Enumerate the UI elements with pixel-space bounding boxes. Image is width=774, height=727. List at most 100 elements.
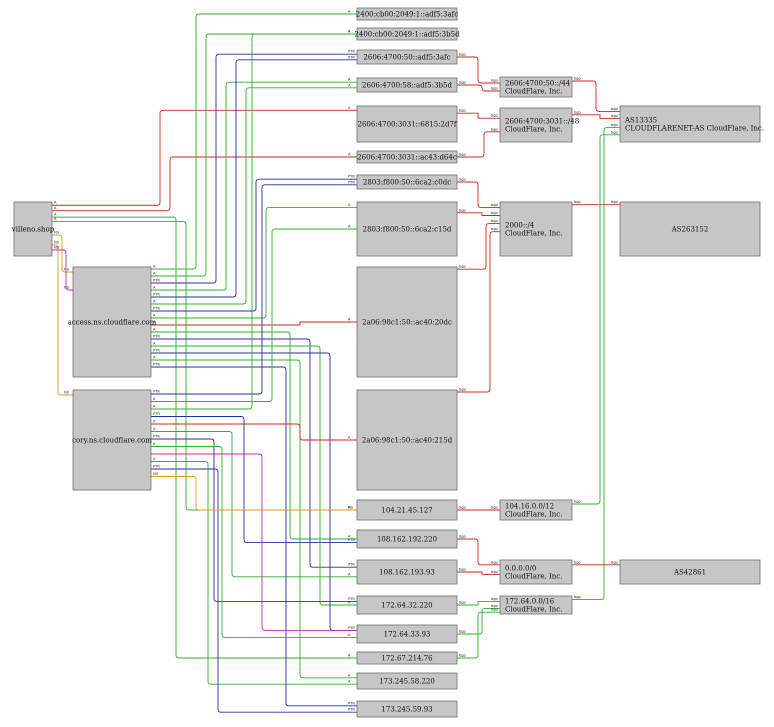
edge-label: NS	[64, 268, 70, 272]
edge-line	[151, 13, 357, 270]
node-box	[356, 174, 458, 190]
edge-label: bgp	[574, 200, 582, 204]
edge-label: A	[153, 427, 156, 431]
edge-aaaa: bgp bgp	[572, 560, 620, 566]
node-box	[356, 77, 458, 93]
node-label: 104.16.0.0/12	[505, 503, 554, 511]
node-ip4e[interactable]: 172.64.33.93	[356, 624, 458, 644]
edge-label: A	[153, 265, 156, 269]
edge-label: PTR	[348, 701, 355, 705]
node-label: 2803:f800:50::6ca2:c15d	[363, 226, 452, 234]
node-box	[619, 201, 761, 257]
node-ip4f[interactable]: 172.67.214.76	[356, 651, 458, 665]
node-ip6e[interactable]: 2606:4700:3031::6815:2d7f	[356, 105, 458, 143]
edge-line	[151, 331, 357, 540]
edge-line	[151, 359, 357, 679]
edge-label: A	[348, 633, 351, 637]
node-ip4b[interactable]: 108.162.192.220	[356, 529, 458, 549]
edge-line	[151, 33, 357, 410]
node-label: 2400:cb00:2049:1::adf5:3afc	[356, 11, 458, 19]
node-label: cory.ns.cloudflare.com	[72, 437, 152, 445]
edge-aaaa: AA	[52, 106, 357, 206]
edge-label: bgp	[611, 130, 619, 134]
node-label: CloudFlare, Inc.	[505, 511, 562, 519]
node-label: 2606:4700:58::adf5:3b5d	[362, 82, 452, 90]
edge-line	[151, 87, 357, 305]
node-box	[356, 201, 458, 257]
edge-line	[52, 234, 73, 273]
node-box	[356, 150, 458, 164]
edge-line	[151, 178, 357, 312]
node-ip6j[interactable]: 2a06:98c1:50::ac40:215d	[356, 389, 458, 491]
edge-label: A	[153, 342, 156, 346]
edge-label: NS	[54, 241, 60, 245]
node-box	[72, 389, 152, 491]
node-box	[499, 201, 573, 257]
edge-label: A	[153, 356, 156, 360]
edge-line	[52, 249, 73, 291]
edge-label: A	[348, 572, 351, 576]
node-label: 104.21.45.127	[381, 507, 432, 515]
node-ip4h[interactable]: 173.245.59.93	[356, 700, 458, 718]
edge-line	[457, 56, 500, 84]
node-label: 2400:cb00:2049:1::adf5:3b5d	[354, 31, 460, 39]
node-ip6d[interactable]: 2606:4700:58::adf5:3b5d	[356, 77, 458, 93]
node-label: 2606:4700:50::/44	[505, 80, 571, 88]
edge-line	[151, 468, 357, 713]
edge-label: A	[54, 213, 57, 217]
edge-label: bgp	[459, 178, 467, 182]
node-box	[356, 559, 458, 585]
edge-label: NS	[64, 391, 70, 395]
edge-label: A	[348, 225, 351, 229]
node-ip4d[interactable]: 172.64.32.220	[356, 595, 458, 615]
node-as2[interactable]: AS263152	[619, 201, 761, 257]
edge-label: bgp	[459, 208, 467, 212]
node-ip6i[interactable]: 2a06:98c1:50::ac40:20dc	[356, 266, 458, 378]
edge-label: bgp	[459, 153, 467, 157]
node-ip6f[interactable]: 2606:4700:3031::ac43:d64c	[356, 150, 458, 164]
node-label: access.ns.cloudflare.com	[68, 319, 157, 327]
node-ip4c[interactable]: 108.162.193.93	[356, 559, 458, 585]
node-ip4g[interactable]: 173.245.58.220	[356, 672, 458, 690]
edge-label: bgp	[574, 500, 582, 504]
edge-label: bgp	[491, 597, 499, 601]
node-box	[499, 107, 573, 143]
edge-label: bgp	[459, 81, 467, 85]
node-box	[619, 105, 761, 143]
node-box	[356, 672, 458, 690]
node-ip6g[interactable]: 2803:f800:50::6ca2:c0dc	[356, 174, 458, 190]
edge-layer: AAAAAAAANSNSNSNSNSNSAAAAPTRPTRAAPTRPTRAA…	[52, 10, 620, 713]
node-ip6h[interactable]: 2803:f800:50::6ca2:c15d	[356, 201, 458, 257]
node-ns2[interactable]: cory.ns.cloudflare.com	[72, 389, 152, 491]
edge-label: PTR	[348, 180, 355, 184]
edge-label: A	[348, 30, 351, 34]
edge-label: bgp	[574, 560, 582, 564]
edge-line	[151, 338, 357, 568]
node-ip6c[interactable]: 2606:4700:50::adf5:3afc	[356, 49, 458, 65]
node-as3[interactable]: AS42861	[619, 559, 761, 585]
edge-label: A	[348, 83, 351, 87]
node-dom[interactable]: villeno.shop	[11, 201, 55, 257]
node-ip6b[interactable]: 2400:cb00:2049:1::adf5:3b5d	[354, 27, 460, 41]
edge-label: PTR	[153, 435, 160, 439]
node-label: 172.64.0.0/16	[505, 598, 555, 606]
node-ip4a[interactable]: 104.21.45.127	[356, 499, 458, 521]
node-ns1[interactable]: access.ns.cloudflare.com	[68, 266, 157, 378]
edge-label: A	[153, 314, 156, 318]
node-label: 172.64.32.220	[381, 602, 432, 610]
node-ip6a[interactable]: 2400:cb00:2049:1::adf5:3afc	[356, 7, 458, 21]
edge-label: bgp	[611, 107, 619, 111]
edge-label: bgp	[611, 560, 619, 564]
